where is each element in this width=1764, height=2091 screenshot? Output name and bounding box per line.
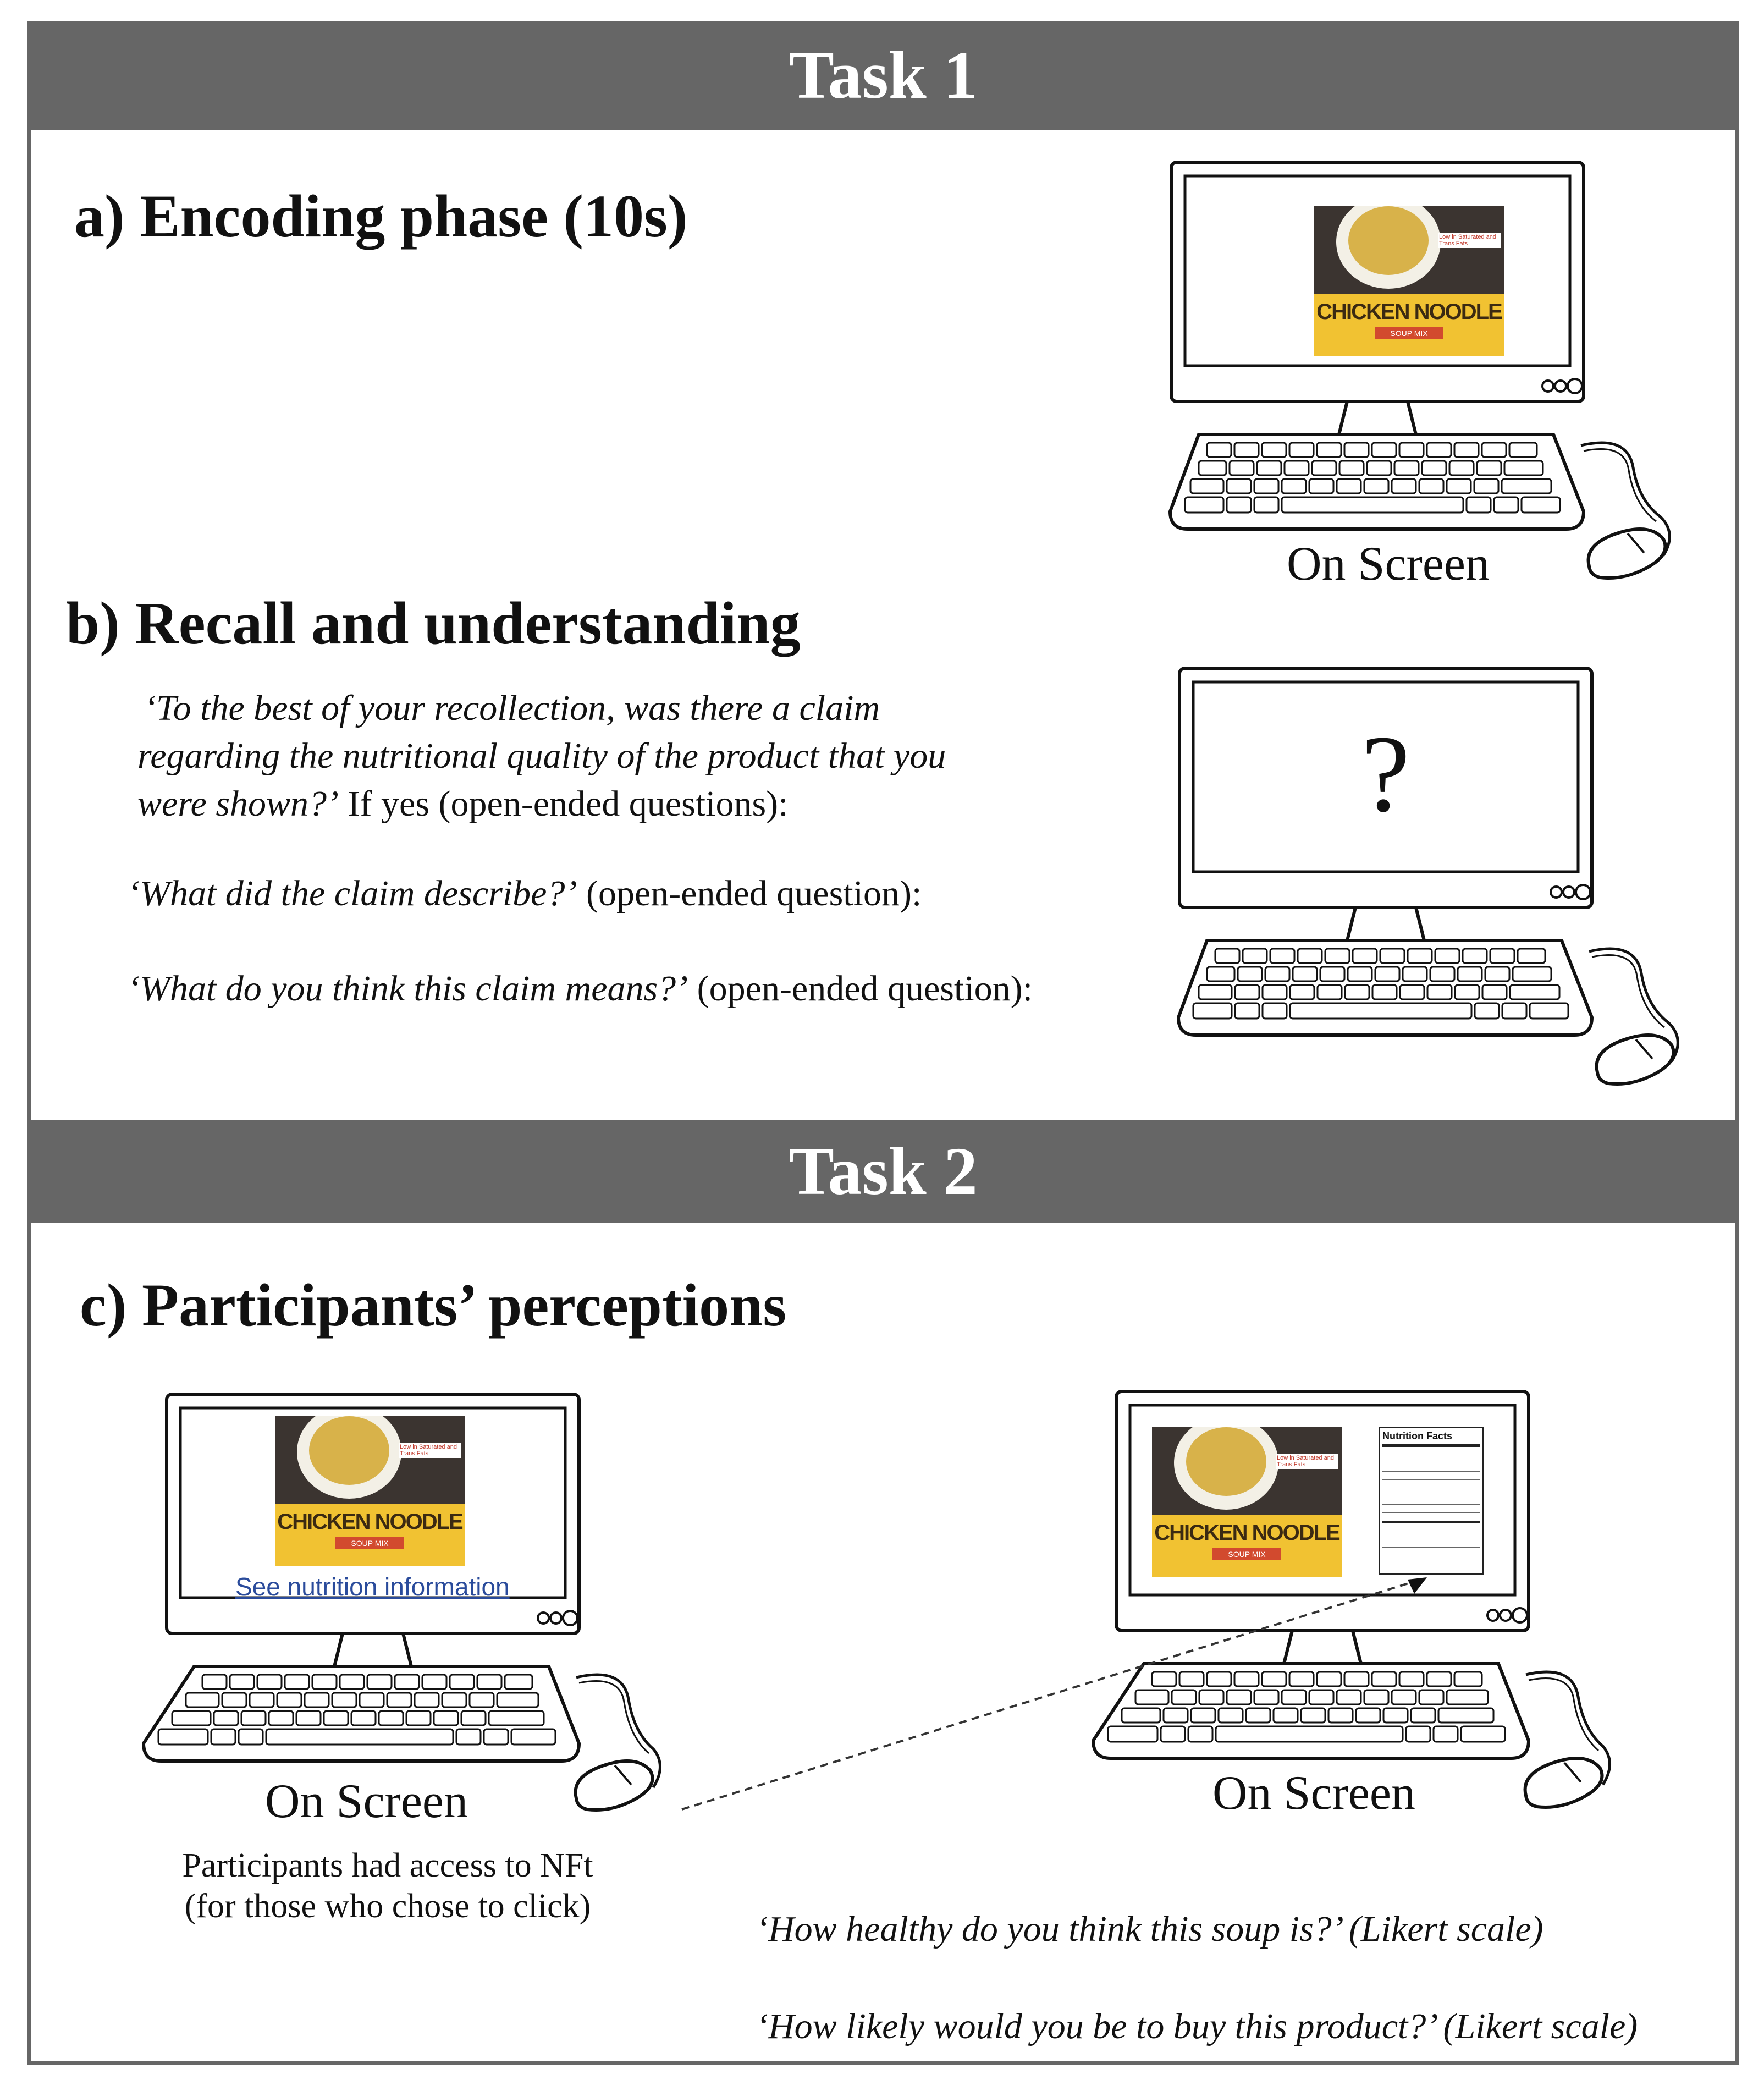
product-package-c-left: Low in Saturated and Trans Fats CHICKEN … (275, 1416, 465, 1566)
task2-header: Task 2 (27, 1120, 1739, 1223)
recall-question-line1: ‘To the best of your recollection, was t… (144, 688, 880, 728)
task1-header: Task 1 (27, 21, 1739, 130)
encoding-screen-caption: On Screen (1287, 537, 1490, 591)
product-package-c-right: Low in Saturated and Trans Fats CHICKEN … (1152, 1427, 1342, 1577)
nutrition-divider (1382, 1444, 1480, 1447)
claim-meaning-question: ‘What do you think this claim means?’ (o… (128, 969, 1033, 1009)
package-yellow-band (1152, 1515, 1342, 1577)
nutrition-facts-table: Nutrition Facts (1379, 1427, 1484, 1575)
package-yellow-band (1314, 294, 1504, 356)
perceptions-right-caption: On Screen (1212, 1767, 1415, 1820)
recall-question-line3: were shown?’ If yes (open-ended question… (137, 784, 789, 824)
dashed-arrow-connector (681, 1577, 1427, 1811)
claim-label: Low in Saturated and Trans Fats (399, 1443, 461, 1458)
claim-label: Low in Saturated and Trans Fats (1276, 1454, 1338, 1469)
question-mark-symbol: ? (1361, 713, 1410, 835)
product-package-a: Low in Saturated and Trans Fats CHICKEN … (1314, 206, 1504, 356)
product-name: CHICKEN NOODLE (1154, 1521, 1340, 1545)
see-nutrition-link[interactable]: See nutrition information (235, 1572, 510, 1601)
product-subtitle: SOUP MIX (1212, 1548, 1281, 1560)
soup-icon (1348, 206, 1429, 275)
buy-likelihood-question: ‘How likely would you be to buy this pro… (756, 2006, 1638, 2046)
perceptions-heading: c) Participants’ perceptions (80, 1272, 787, 1339)
claim-label: Low in Saturated and Trans Fats (1438, 233, 1501, 248)
recall-question-line2: regarding the nutritional quality of the… (137, 736, 946, 776)
product-subtitle: SOUP MIX (335, 1537, 404, 1549)
computer-recall (1176, 667, 1679, 1086)
soup-icon (1186, 1427, 1266, 1496)
encoding-phase-heading: a) Encoding phase (10s) (74, 183, 688, 250)
product-name: CHICKEN NOODLE (1316, 300, 1502, 324)
product-name: CHICKEN NOODLE (277, 1510, 463, 1534)
nutrition-facts-title: Nutrition Facts (1382, 1430, 1453, 1441)
claim-describe-question: ‘What did the claim describe?’ (open-end… (128, 873, 922, 914)
recall-heading: b) Recall and understanding (66, 590, 801, 657)
nft-access-note: Participants had access to NFt (for thos… (182, 1847, 593, 1925)
package-yellow-band (275, 1504, 465, 1566)
healthy-question: ‘How healthy do you think this soup is?’… (756, 1909, 1544, 1949)
product-subtitle: SOUP MIX (1375, 327, 1443, 339)
perceptions-left-caption: On Screen (265, 1775, 468, 1828)
soup-icon (309, 1416, 389, 1485)
